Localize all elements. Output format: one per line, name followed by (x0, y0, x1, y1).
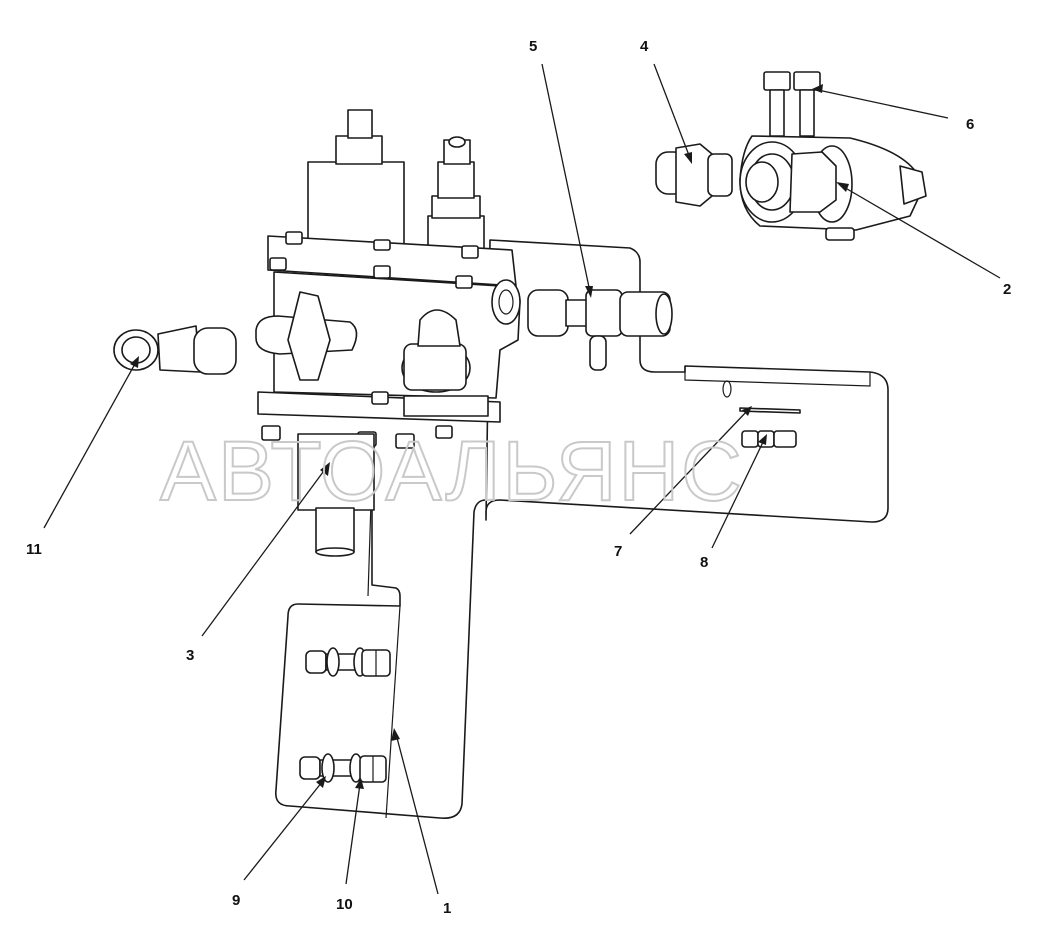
watermark: АВТОАЛЬЯНС (160, 424, 744, 518)
leg-bolt-upper (305, 647, 391, 677)
callout-labels: 1 2 3 4 5 6 7 8 9 10 11 (26, 38, 1011, 917)
leader-lines (43, 63, 1001, 895)
flange-nuts (261, 231, 479, 449)
callout-7: 7 (614, 543, 622, 560)
valve-assembly (255, 109, 521, 557)
callout-5: 5 (529, 38, 537, 55)
callout-4: 4 (640, 38, 649, 55)
left-fitting (113, 325, 237, 375)
right-fitting (527, 289, 673, 371)
callout-8: 8 (700, 554, 708, 571)
callout-10: 10 (336, 896, 353, 913)
callout-9: 9 (232, 892, 240, 909)
fitting-part-4 (655, 143, 733, 207)
leg-bolt-lower (299, 753, 387, 783)
callout-2: 2 (1003, 281, 1011, 298)
callout-6: 6 (966, 116, 974, 133)
callout-11: 11 (26, 541, 42, 558)
valve-part-2 (739, 135, 927, 241)
callout-3: 3 (186, 647, 194, 664)
screws-part-6 (763, 71, 821, 137)
callout-1: 1 (443, 900, 451, 917)
